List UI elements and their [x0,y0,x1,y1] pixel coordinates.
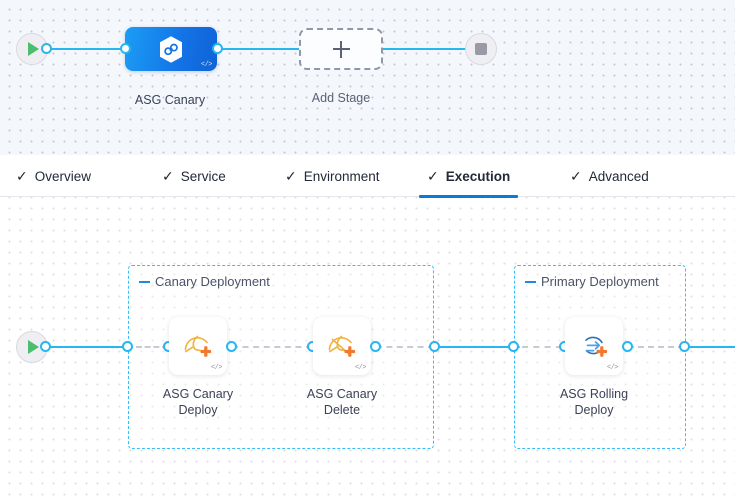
tab-execution[interactable]: ✓ Execution [418,155,519,198]
step-group-label-primary[interactable]: Primary Deployment [525,274,659,289]
tab-advanced-label: Advanced [588,168,649,184]
connector-dot-execution-start[interactable] [40,341,51,352]
stage-node-asg-canary[interactable]: </> [125,27,217,71]
tab-environment-label: Environment [303,168,380,184]
connector-dot-canary-group-left[interactable] [122,341,133,352]
connector-start-to-asg-canary [44,48,139,50]
connector-dot-asg-canary-left[interactable] [120,43,131,54]
tab-service[interactable]: ✓ Service [162,155,226,197]
step-label-line2: Deploy [178,403,218,417]
tab-advanced[interactable]: ✓ Advanced [570,155,649,197]
asg-canary-delete-icon [328,335,356,357]
step-group-title-primary: Primary Deployment [541,274,659,289]
stage-label-asg-canary: ASG Canary [134,93,206,107]
plus-badge [596,346,608,357]
stop-icon [475,43,487,55]
connector-primary-group-to-end [686,346,735,348]
step-code-badge[interactable]: </> [606,364,619,372]
check-icon: ✓ [16,168,28,184]
step-label-asg-canary-delete: ASG Canary Delete [282,386,402,418]
execution-start-node[interactable] [16,331,48,363]
stage-config-tabs: ✓ Overview ✓ Service ✓ Environment ✓ Exe… [0,155,735,198]
tab-overview-label: Overview [34,168,91,184]
connector-canary-delete-to-group-exit [376,346,434,348]
step-label-asg-canary-deploy: ASG Canary Deploy [138,386,258,418]
plus-badge [200,346,212,357]
step-node-asg-canary-delete[interactable]: </> [313,317,371,375]
connector-start-to-canary-group [43,346,133,348]
connector-dot-canary-deploy-right[interactable] [226,341,237,352]
play-icon [28,340,39,354]
connector-rolling-deploy-to-group-exit [628,346,684,348]
check-icon: ✓ [162,168,174,184]
stage-canvas[interactable]: </> ASG Canary Add Stage [0,0,735,155]
stage-code-badge[interactable]: </> [200,61,213,69]
connector-dot-canary-group-right[interactable] [429,341,440,352]
collapse-toggle-icon[interactable] [139,280,150,283]
connector-dot-asg-canary-right[interactable] [212,43,223,54]
plus-badge [344,346,356,357]
execution-step-canvas[interactable]: Canary Deployment </> AS [0,197,735,501]
tab-service-label: Service [180,168,226,184]
connector-dot-start[interactable] [41,43,52,54]
asg-rolling-deploy-icon [585,336,608,357]
add-stage-button[interactable] [299,28,383,70]
connector-canary-deploy-to-delete [232,346,312,348]
check-icon: ✓ [285,168,297,184]
tab-overview[interactable]: ✓ Overview [16,155,91,197]
connector-add-stage-to-end [378,48,472,50]
connector-dot-primary-group-right[interactable] [679,341,690,352]
step-label-line2: Deploy [574,403,614,417]
connector-canary-group-to-primary-group [436,346,520,348]
tab-execution-label: Execution [445,168,511,184]
connector-dot-rolling-deploy-right[interactable] [622,341,633,352]
connector-group-entry-canary [136,346,168,348]
step-code-badge[interactable]: </> [354,364,367,372]
pipeline-start-node[interactable] [16,33,48,65]
step-label-line1: ASG Canary [306,387,378,401]
step-label-line2: Delete [323,403,361,417]
step-node-asg-canary-deploy[interactable]: </> [169,317,227,375]
step-label-line1: ASG Canary [162,387,234,401]
connector-dot-primary-group-left[interactable] [508,341,519,352]
check-icon: ✓ [570,168,582,184]
step-label-line1: ASG Rolling [559,387,629,401]
check-icon: ✓ [427,168,439,184]
add-stage-label: Add Stage [311,91,371,105]
collapse-toggle-icon[interactable] [525,280,536,283]
step-group-title-canary: Canary Deployment [155,274,270,289]
connector-dot-canary-delete-right[interactable] [370,341,381,352]
play-icon [28,42,39,56]
step-label-asg-rolling-deploy: ASG Rolling Deploy [534,386,654,418]
plus-icon-vertical [340,40,342,58]
pipeline-end-node[interactable] [465,33,497,65]
step-group-label-canary[interactable]: Canary Deployment [139,274,270,289]
asg-hexagon-icon [160,35,182,63]
asg-canary-deploy-icon [184,335,212,357]
connector-asg-canary-to-add-stage [213,48,305,50]
step-code-badge[interactable]: </> [210,364,223,372]
tab-environment[interactable]: ✓ Environment [285,155,380,197]
step-node-asg-rolling-deploy[interactable]: </> [565,317,623,375]
connector-group-entry-primary [522,346,562,348]
